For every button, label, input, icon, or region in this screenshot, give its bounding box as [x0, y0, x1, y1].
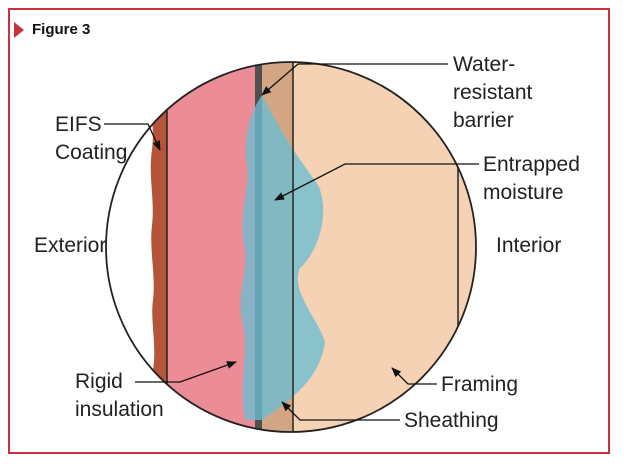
sheathing-label: Sheathing	[404, 409, 499, 432]
figure-title: Figure 3	[32, 21, 91, 38]
wall-layers	[106, 62, 476, 432]
water-barrier-label-line2: resistant	[453, 81, 533, 104]
water-barrier-label-line3: barrier	[453, 109, 514, 132]
framing-label: Framing	[441, 373, 518, 396]
rigid-insulation-label-line2: insulation	[75, 398, 164, 421]
framing-leader-arrow	[391, 367, 437, 385]
eifs-label-line2: Coating	[55, 141, 127, 164]
water-barrier-label-line1: Water-	[453, 53, 515, 76]
water-barrier-leader-arrow	[261, 63, 448, 96]
insulation-leader-arrow	[135, 361, 237, 383]
detail-circle	[105, 61, 477, 433]
eifs-coating-layer	[149, 62, 167, 432]
rigid-insulation-label-line1: Rigid	[75, 370, 123, 393]
exterior-label: Exterior	[34, 234, 106, 257]
entrapped-moisture-area	[240, 95, 325, 420]
moisture-label-line2: moisture	[483, 181, 564, 204]
interior-label: Interior	[496, 234, 561, 257]
eifs-leader-arrow	[104, 123, 161, 151]
eifs-label-line1: EIFS	[55, 113, 102, 136]
figure-frame	[8, 8, 610, 454]
moisture-label-line1: Entrapped	[483, 153, 580, 176]
sheathing-leader-arrow	[281, 401, 400, 421]
figure-marker-triangle	[14, 22, 24, 38]
rigid-insulation-layer	[167, 62, 255, 432]
moisture-leader-arrow	[274, 163, 479, 201]
